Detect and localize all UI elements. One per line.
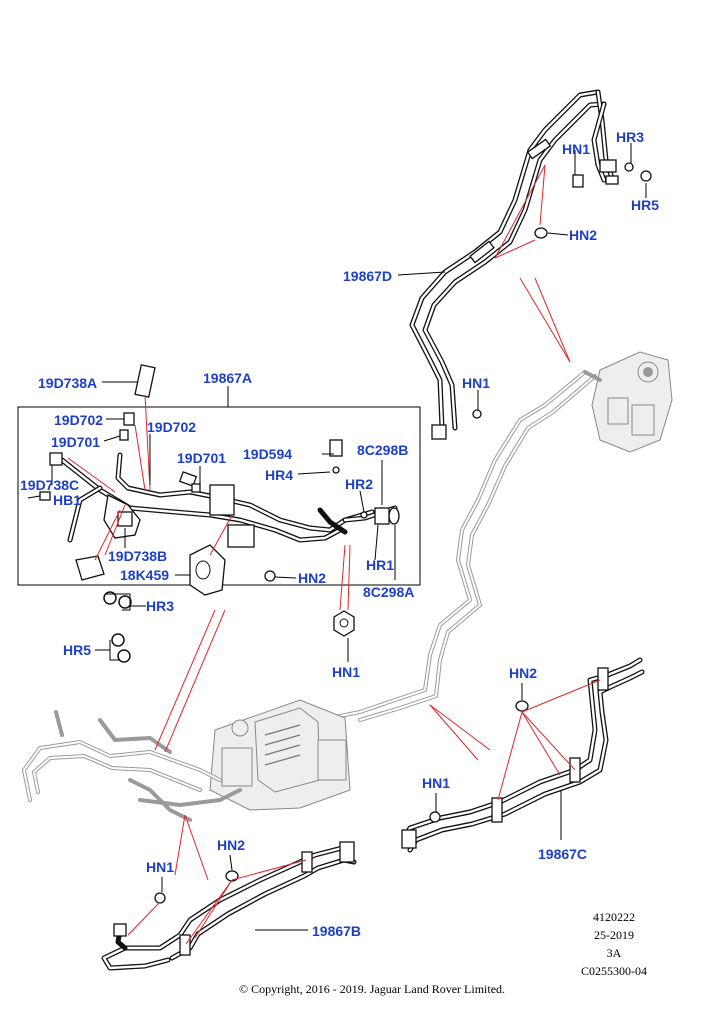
callout-19867B[interactable]: 19867B (312, 923, 361, 939)
callout-18K459[interactable]: 18K459 (120, 567, 169, 583)
clip-HR3-top (624, 162, 634, 172)
callout-8C298B[interactable]: 8C298B (357, 442, 408, 458)
callout-HN1-mid[interactable]: HN1 (462, 375, 490, 391)
pipe-19867C[interactable] (401, 657, 645, 853)
sensor-19D701 (178, 471, 201, 493)
callout-HN1-bottom[interactable]: HN1 (146, 859, 174, 875)
seal-8C298 (374, 507, 400, 525)
callout-HR3-left[interactable]: HR3 (146, 598, 174, 614)
callout-19D702-a[interactable]: 19D702 (54, 412, 103, 428)
front-hvac-unit (209, 699, 351, 811)
callout-HR4[interactable]: HR4 (265, 467, 293, 483)
callout-19D738B[interactable]: 19D738B (108, 548, 167, 564)
callout-HR5-top[interactable]: HR5 (631, 197, 659, 213)
callout-HR3-top[interactable]: HR3 (616, 129, 644, 145)
callout-HN2-top[interactable]: HN2 (569, 227, 597, 243)
ghost-background (22, 351, 673, 822)
callout-19D738A[interactable]: 19D738A (38, 375, 97, 391)
callout-HN1-top[interactable]: HN1 (562, 141, 590, 157)
nut-HN1-right (429, 811, 441, 823)
callout-19867D[interactable]: 19867D (343, 268, 392, 284)
reference-lines (67, 164, 601, 945)
drawing-metadata: 4120222 25-2019 3A C0255300-04 (581, 910, 647, 978)
nut-HN2-right (515, 700, 529, 712)
callout-HR1[interactable]: HR1 (366, 557, 394, 573)
leader-lines (27, 143, 647, 931)
nut-HN1-bottom (154, 892, 166, 904)
drawing-number: 4120222 (593, 910, 635, 924)
callout-19D594[interactable]: 19D594 (243, 446, 292, 462)
callout-HB1[interactable]: HB1 (53, 492, 81, 508)
drawing-date: 25-2019 (594, 928, 634, 942)
nut-HN1-center (333, 610, 355, 637)
insulator-18K459 (189, 544, 226, 596)
callout-HN2-box[interactable]: HN2 (298, 570, 326, 586)
clip-HR2 (360, 511, 368, 519)
callout-HR5-left[interactable]: HR5 (63, 642, 91, 658)
rear-hvac-unit (583, 351, 673, 453)
pipe-19867D[interactable] (409, 89, 617, 440)
callout-19867C[interactable]: 19867C (538, 846, 587, 862)
clip-HR3-left (103, 591, 117, 605)
pipe-19867B[interactable] (101, 841, 357, 971)
clip-HR5-left (111, 633, 125, 647)
copyright-text: © Copyright, 2016 - 2019. Jaguar Land Ro… (239, 982, 505, 996)
callout-19867A[interactable]: 19867A (203, 370, 252, 386)
bracket-HN1-top (572, 174, 619, 188)
callout-HN1-right[interactable]: HN1 (422, 775, 450, 791)
callout-HN2-right[interactable]: HN2 (509, 665, 537, 681)
callout-HN1-center[interactable]: HN1 (332, 664, 360, 680)
drawing-revision: 3A (607, 946, 622, 960)
clip-HR3-left-2 (118, 595, 132, 609)
valve-19D738A (134, 364, 156, 398)
callout-HN2-bottom[interactable]: HN2 (217, 837, 245, 853)
callout-19D702-b[interactable]: 19D702 (147, 419, 196, 435)
clip-HR5-top (640, 170, 652, 182)
nut-HN1-mid (472, 409, 482, 419)
nut-HN2-top (534, 227, 548, 239)
drawing-code: C0255300-04 (581, 964, 647, 978)
callout-8C298A[interactable]: 8C298A (363, 584, 414, 600)
expansion-valve-19D738B (75, 494, 141, 581)
callout-19D701-a[interactable]: 19D701 (51, 434, 100, 450)
sensor-19D594 (329, 439, 343, 474)
nut-HN2-box (264, 570, 276, 582)
callout-19D738C[interactable]: 19D738C (20, 477, 79, 493)
clip-HR5-left-2 (117, 649, 131, 663)
nut-HN2-bottom (225, 870, 239, 882)
callout-HR2[interactable]: HR2 (345, 476, 373, 492)
callout-19D701-b[interactable]: 19D701 (177, 450, 226, 466)
sensor-19D702 (119, 412, 135, 441)
callout-labels: HN1 HR3 HR5 HN2 19867D HN1 19D738A 19867… (20, 129, 659, 939)
